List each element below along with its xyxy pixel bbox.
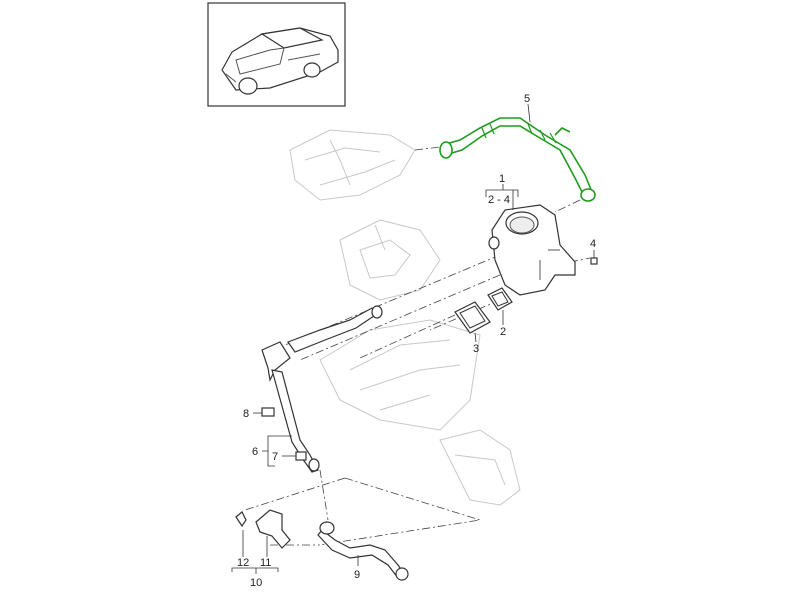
engine-background xyxy=(289,129,521,506)
part-3-gasket[interactable] xyxy=(454,301,491,334)
label-9: 9 xyxy=(354,569,360,581)
part-6-pipe-assembly[interactable] xyxy=(261,305,383,473)
label-leaders xyxy=(231,103,595,574)
part-12-clip[interactable] xyxy=(235,511,247,528)
label-2-4: 2 - 4 xyxy=(488,194,510,206)
label-7: 7 xyxy=(272,451,278,463)
label-5: 5 xyxy=(524,93,530,105)
label-4: 4 xyxy=(590,238,596,250)
label-1: 1 xyxy=(499,173,505,185)
label-10: 10 xyxy=(250,577,262,589)
part-11-bracket[interactable] xyxy=(255,509,291,549)
part-5-vent-hose[interactable] xyxy=(439,117,596,202)
label-8: 8 xyxy=(243,408,249,420)
vehicle-thumbnail[interactable] xyxy=(207,2,346,107)
part-4-screw[interactable] xyxy=(590,257,598,265)
label-11: 11 xyxy=(260,557,271,569)
part-1-oil-separator[interactable] xyxy=(488,204,576,296)
part-2-gasket[interactable] xyxy=(487,287,513,311)
label-3: 3 xyxy=(473,343,479,355)
part-8-fitting[interactable] xyxy=(261,407,275,417)
part-7-fitting[interactable] xyxy=(295,451,307,461)
label-2: 2 xyxy=(500,326,506,338)
part-9-hose[interactable] xyxy=(317,521,409,581)
label-12: 12 xyxy=(237,557,249,569)
label-6: 6 xyxy=(252,446,258,458)
